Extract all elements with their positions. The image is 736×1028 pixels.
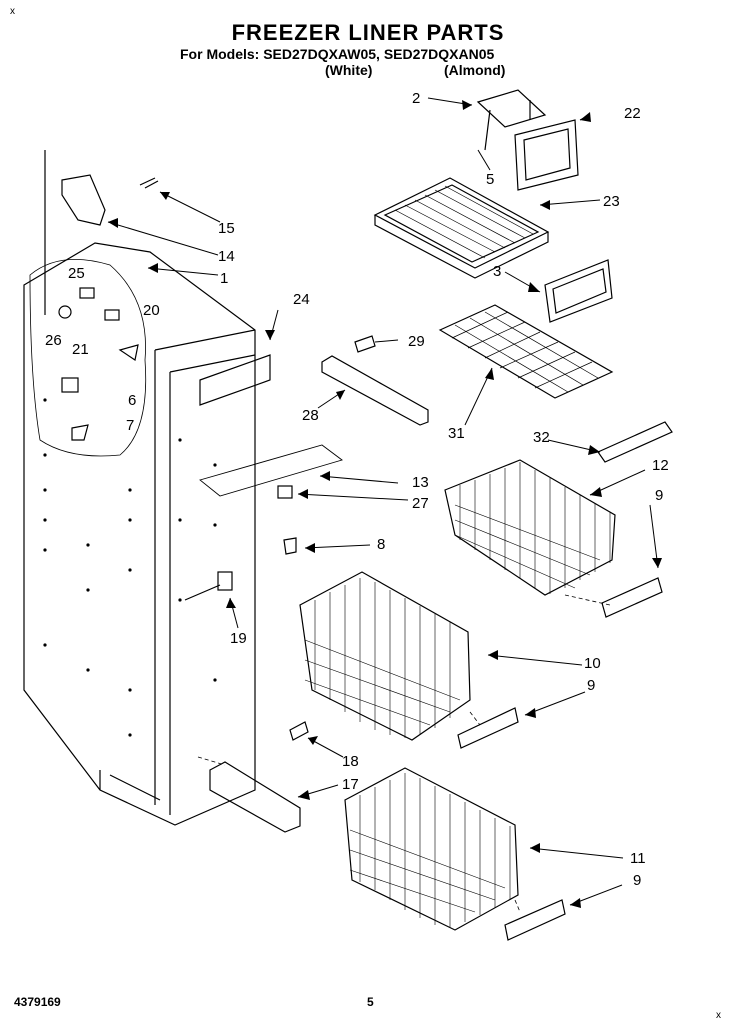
part-9-b [457,707,519,749]
callout-12: 12 [652,457,669,474]
callout-3: 3 [493,263,501,280]
callout-9-middle: 9 [587,677,595,694]
freezer-liner [23,242,256,826]
callout-21: 21 [72,341,89,358]
part-2 [476,89,547,128]
diagram-title: FREEZER LINER PARTS [231,20,505,45]
part-14 [61,174,106,226]
callout-25: 25 [68,265,85,282]
part-24 [199,354,271,406]
callout-8: 8 [377,536,385,553]
part-10-basket [299,571,471,741]
callout-19: 19 [230,630,247,647]
corner-mark: x [10,6,15,17]
callout-9-top: 9 [655,487,663,504]
callout-28: 28 [302,407,319,424]
part-31-shelf [438,304,614,399]
callout-32: 32 [533,429,550,446]
part-8 [283,537,297,555]
callout-9-bottom: 9 [633,872,641,889]
part-17 [209,761,301,833]
callout-5: 5 [486,171,494,188]
page-number: 5 [367,995,374,1009]
part-7 [71,424,89,441]
part-15 [139,177,159,189]
part-9-c [504,899,566,941]
part-22 [514,119,579,191]
callout-18: 18 [342,753,359,770]
part-32 [597,421,673,463]
callout-24: 24 [293,291,310,308]
callout-10: 10 [584,655,601,672]
callout-27: 27 [412,495,429,512]
variant-almond: (Almond) [444,62,506,78]
variant-white: (White) [325,62,373,78]
callout-6: 6 [128,392,136,409]
callout-7: 7 [126,417,134,434]
callout-11: 11 [630,850,646,867]
document-number: 4379169 [14,995,61,1009]
callout-23: 23 [603,193,620,210]
part-29 [354,335,376,353]
part-19 [217,571,233,591]
callout-31: 31 [448,425,465,442]
part-21 [61,377,79,393]
callout-22: 22 [624,105,641,122]
part-6 [118,344,139,361]
callout-20: 20 [143,302,160,319]
part-11-basket [344,767,519,931]
part-9-a [601,577,663,618]
callout-1: 1 [220,270,228,287]
callout-15: 15 [218,220,235,237]
part-27 [277,485,293,499]
callout-17: 17 [342,776,359,793]
part-18 [289,721,309,741]
callout-13: 13 [412,474,429,491]
part-20 [104,309,120,321]
corner-mark-bottom: x [716,1010,721,1021]
models-line: For Models: SED27DQXAW05, SED27DQXAN05 [180,46,495,62]
part-26 [58,305,72,319]
callout-26: 26 [45,332,62,349]
callout-29: 29 [408,333,425,350]
callout-14: 14 [218,248,235,265]
part-13-plate [199,444,343,497]
callout-2: 2 [412,90,420,107]
part-25 [79,287,95,299]
part-3 [544,259,613,323]
part-28 [321,355,429,426]
